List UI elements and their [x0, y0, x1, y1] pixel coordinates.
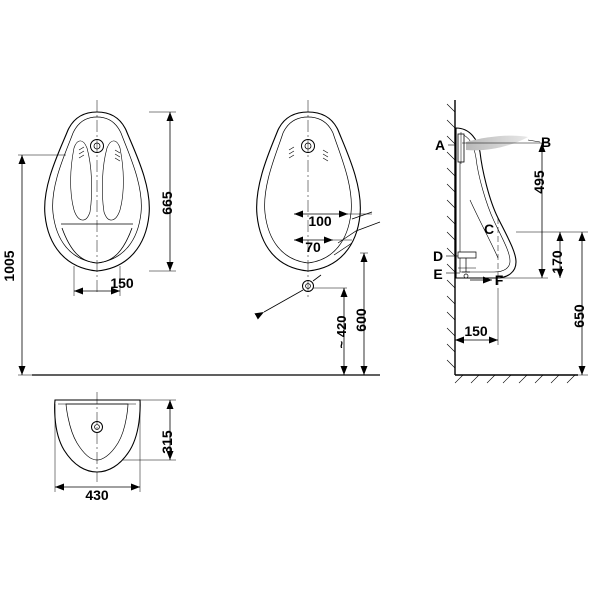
dim-label-495: 495	[531, 170, 547, 194]
dim-label-170: 170	[549, 250, 565, 274]
dim-label-150-install: 150	[464, 323, 488, 339]
dim-label-665: 665	[159, 191, 175, 215]
front-view	[44, 100, 150, 295]
callout-E: E	[433, 266, 442, 282]
dim-650	[500, 231, 588, 376]
dim-label-150: 150	[110, 275, 134, 291]
dim-420	[313, 287, 348, 375]
callout-B: B	[541, 134, 551, 150]
callout-A: A	[435, 137, 445, 153]
callout-C: C	[484, 221, 494, 237]
callout-D: D	[433, 248, 443, 264]
leader-outlet	[333, 211, 381, 256]
dim-label-315: 315	[159, 430, 175, 454]
dim-label-600: 600	[353, 308, 369, 332]
dim-665	[149, 111, 176, 272]
dim-170	[516, 231, 566, 278]
dim-495	[462, 142, 548, 279]
dim-label-650: 650	[571, 304, 587, 328]
dim-315	[122, 399, 176, 461]
dim-label-100: 100	[308, 213, 332, 229]
dim-label-1005: 1005	[1, 250, 17, 281]
dim-label-420: ~ 420	[334, 316, 349, 349]
dim-label-70: 70	[305, 239, 321, 255]
dim-150	[73, 266, 121, 296]
dim-label-430: 430	[85, 487, 109, 503]
callout-F: F	[495, 272, 504, 288]
side-view	[254, 100, 361, 320]
installation-view	[446, 100, 578, 384]
dim-430	[54, 404, 141, 492]
top-view	[54, 392, 141, 482]
dim-150-install	[454, 288, 499, 345]
